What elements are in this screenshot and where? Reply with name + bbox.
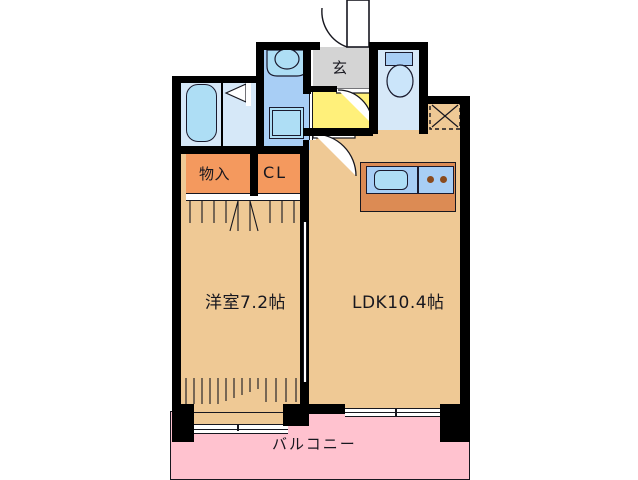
stove-burner-right bbox=[440, 176, 447, 183]
bedroom-sash-meeting-stile bbox=[237, 424, 239, 431]
entrance-vestibule-floor bbox=[313, 47, 371, 90]
wall-washroom-top bbox=[256, 42, 320, 50]
toilet-bowl bbox=[386, 64, 414, 98]
ldk-floor-upper-left bbox=[308, 140, 326, 412]
partition-line-2 bbox=[306, 222, 307, 382]
closet-cl-label: CL bbox=[263, 163, 288, 182]
closet-door-rail bbox=[186, 193, 305, 201]
wall-toilet-top bbox=[371, 42, 427, 50]
closet-cl bbox=[257, 153, 305, 193]
balcony-label: バルコニー bbox=[272, 435, 357, 453]
bedroom-ldk-sliding-partition bbox=[303, 222, 306, 382]
wall-washroom-bottom bbox=[256, 146, 309, 154]
wall-bedroom-bottom-left bbox=[172, 404, 194, 442]
stove-burner-left bbox=[427, 176, 434, 183]
ldk-label: LDK10.4帖 bbox=[352, 293, 445, 313]
bedroom-sash-line-3 bbox=[188, 433, 288, 434]
washing-machine-inner bbox=[272, 110, 301, 136]
wall-ldk-bottom-left bbox=[309, 404, 345, 414]
wall-vestibule-bottom bbox=[311, 86, 337, 92]
wall-bedroom-left bbox=[172, 76, 181, 412]
wall-hall-bottom bbox=[303, 128, 373, 136]
kitchen-sink bbox=[374, 170, 408, 190]
partition-line-1 bbox=[303, 222, 304, 382]
wall-toilet-right bbox=[419, 42, 428, 134]
washroom-sliding-door-2 bbox=[312, 92, 313, 140]
closet-door-hatching bbox=[189, 201, 304, 232]
closet-monoire bbox=[186, 153, 252, 193]
bedroom-label: 洋室7.2帖 bbox=[205, 293, 287, 313]
front-door-swing bbox=[321, 0, 370, 48]
ldk-sash-line-3 bbox=[345, 416, 448, 417]
bathtub bbox=[186, 84, 217, 142]
washroom-sliding-door bbox=[309, 92, 310, 140]
bathroom-door-arrow bbox=[224, 80, 251, 106]
wall-bath-top bbox=[172, 76, 264, 83]
wall-bath-bottom bbox=[172, 146, 264, 154]
wall-ldk-bottom-right bbox=[440, 404, 470, 442]
wall-washroom-left bbox=[256, 42, 264, 150]
wall-bedroom-bottom-right bbox=[283, 404, 309, 426]
wall-ldk-top bbox=[419, 96, 469, 104]
wall-hall-right bbox=[369, 86, 378, 134]
pipe-shaft-icon bbox=[429, 102, 461, 130]
kitchen-stove-bay bbox=[418, 166, 454, 194]
ldk-sash-meeting-stile bbox=[395, 408, 397, 416]
bath-washroom-divider bbox=[221, 78, 223, 150]
wall-closet-divider bbox=[250, 150, 258, 196]
kitchen-counter-outline bbox=[360, 162, 456, 212]
wall-washroom-right-upper bbox=[303, 48, 311, 94]
closet-monoire-label: 物入 bbox=[199, 165, 231, 183]
entrance-label: 玄 bbox=[332, 59, 348, 77]
wall-ldk-right bbox=[460, 96, 470, 412]
